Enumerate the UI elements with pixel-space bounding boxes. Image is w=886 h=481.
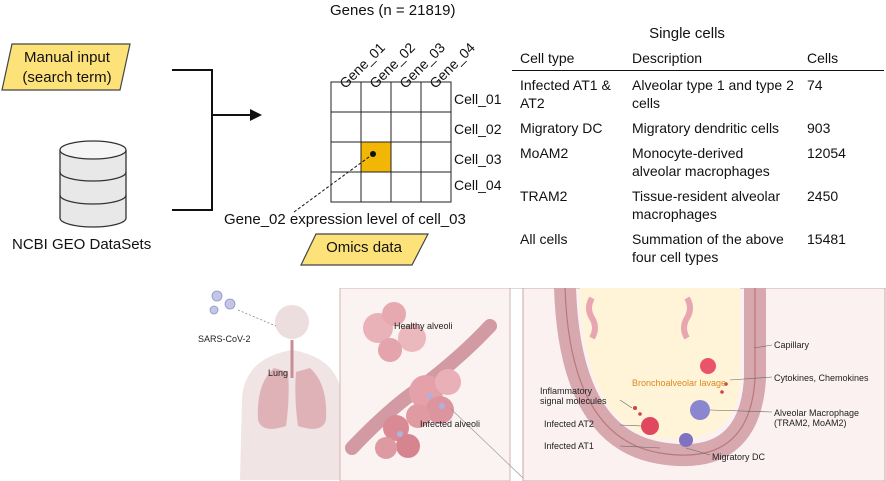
expression-matrix <box>330 81 452 203</box>
cell-type: TRAM2 <box>520 188 568 204</box>
single-cells-table: Cell type Description Cells Infected AT1… <box>512 47 884 270</box>
macrophage-label-2: (TRAM2, MoAM2) <box>774 418 847 428</box>
healthy-alveoli-label: Healthy alveoli <box>394 321 453 331</box>
cell-description: Migratory dendritic cells <box>632 120 780 136</box>
cell-count: 74 <box>807 77 823 93</box>
table-row: Infected AT1 & AT2 Alveolar type 1 and t… <box>512 71 884 117</box>
human-silhouette <box>240 305 344 480</box>
capillary-label: Capillary <box>774 340 810 350</box>
table-row: All cells Summation of the above four ce… <box>512 227 884 270</box>
infected-at2-cell-icon <box>641 417 659 435</box>
cell-description: Summation of the above four cell types <box>632 231 784 265</box>
table-header-row: Cell type Description Cells <box>512 47 884 71</box>
infected-at2-label: Infected AT2 <box>544 419 594 429</box>
manual-input: Manual input (search term) <box>4 46 130 90</box>
migratory-dc-label: Migratory DC <box>712 452 766 462</box>
cell-type: MoAM2 <box>520 145 569 161</box>
macrophage-icon <box>690 400 710 420</box>
table-row: MoAM2 Monocyte-derived alveolar macropha… <box>512 141 884 184</box>
alveoli-panel <box>339 288 511 481</box>
annotation-text: Gene_02 expression level of cell_03 <box>224 211 466 228</box>
alveolus-detail-panel <box>522 288 886 481</box>
virus-label: SARS-CoV-2 <box>198 334 251 344</box>
table-row: TRAM2 Tissue-resident alveolar macrophag… <box>512 184 884 227</box>
database-label: NCBI GEO DataSets <box>12 236 152 253</box>
cell-count: 903 <box>807 120 831 136</box>
cell-type: Infected AT1 & AT2 <box>520 77 611 111</box>
manual-input-line1: Manual input <box>24 49 110 66</box>
cell-label: Cell_03 <box>454 151 502 167</box>
omics-label: Omics data <box>326 239 402 256</box>
manual-input-line2: (search term) <box>22 69 112 86</box>
header-description: Description <box>624 47 799 71</box>
header-cell-type: Cell type <box>512 47 624 71</box>
matrix-title: Genes (n = 21819) <box>330 2 456 19</box>
table-row: Migratory DC Migratory dendritic cells 9… <box>512 116 884 141</box>
lavage-label: Bronchoalveolar lavage <box>632 378 727 388</box>
cell-label: Cell_02 <box>454 121 502 137</box>
highlighted-cell <box>361 142 391 172</box>
omics-shape <box>300 233 429 266</box>
cell-description: Tissue-resident alveolar macrophages <box>632 188 781 222</box>
cell-count: 2450 <box>807 188 839 204</box>
table-title: Single cells <box>649 25 725 42</box>
migratory-dc-icon <box>679 433 693 447</box>
input-shapes <box>1 43 262 228</box>
cytokines-label: Cytokines, Chemokines <box>774 373 869 383</box>
macrophage-label-1: Alveolar Macrophage <box>774 408 860 418</box>
cell-description: Alveolar type 1 and type 2 cells <box>632 77 794 111</box>
annotation-leader <box>293 153 374 213</box>
inflammatory-label-1: Inflammatory <box>540 386 593 396</box>
cell-label: Cell_04 <box>454 177 502 193</box>
cell-count: 12054 <box>807 145 846 161</box>
header-cells: Cells <box>799 47 884 71</box>
inflammatory-label-2: signal molecules <box>540 396 607 406</box>
biology-illustration <box>209 288 886 481</box>
infected-alveoli-label: Infected alveoli <box>420 419 481 429</box>
infected-at1-label: Infected AT1 <box>544 441 594 451</box>
infected-cell-icon <box>700 358 716 374</box>
cell-label: Cell_01 <box>454 91 502 107</box>
cell-description: Monocyte-derived alveolar macrophages <box>632 145 770 179</box>
arrow-head-icon <box>250 109 262 121</box>
cell-count: 15481 <box>807 231 846 247</box>
virus-icon <box>209 290 236 315</box>
merge-connector <box>172 69 250 211</box>
database-icon <box>59 140 127 228</box>
cell-type: Migratory DC <box>520 120 603 136</box>
lung-label: Lung <box>268 368 289 378</box>
cell-type: All cells <box>520 231 568 247</box>
manual-input-shape <box>1 43 131 91</box>
